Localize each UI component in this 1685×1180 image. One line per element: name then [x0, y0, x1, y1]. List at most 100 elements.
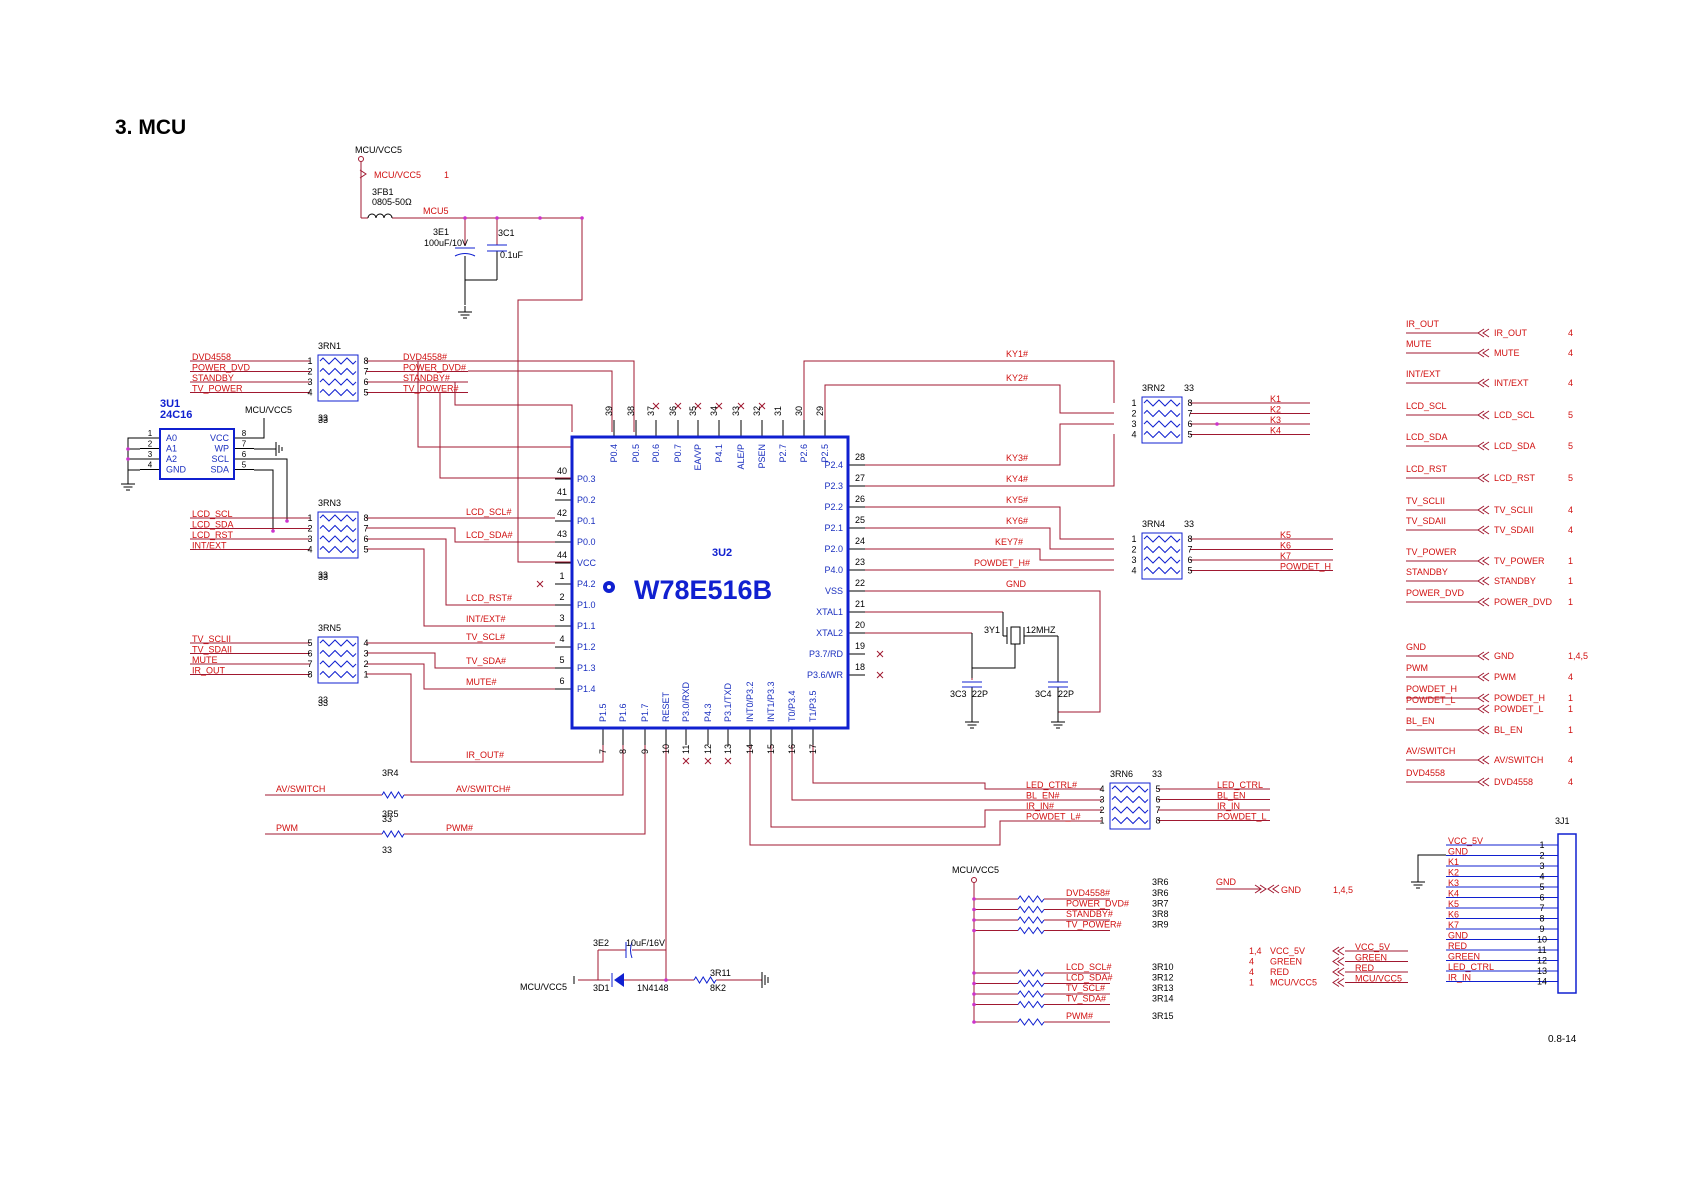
junction-dot	[126, 447, 130, 451]
net-label: POWDET_L#	[1026, 812, 1081, 822]
port-arrow	[1477, 410, 1485, 420]
net-label: GND	[1006, 579, 1027, 589]
no-connect-mark	[758, 402, 766, 410]
pin-number: 32	[752, 406, 762, 416]
crystal-body	[1010, 626, 1021, 645]
pin1-marker-center	[607, 585, 611, 589]
part-number: W78E516B	[634, 575, 772, 605]
address-tie	[127, 437, 140, 471]
pin-number: 7	[1187, 545, 1192, 555]
net-label: LCD_SCL#	[466, 507, 512, 517]
net-label: MUTE#	[466, 677, 497, 687]
no-connect-mark	[724, 757, 732, 765]
pin-number: 7	[1155, 805, 1160, 815]
net-label: RED	[1355, 963, 1375, 973]
net-label: POWDET_L	[1406, 695, 1456, 705]
port-arrow	[1482, 441, 1490, 451]
port-label: TV_SDAII	[1494, 525, 1534, 535]
pin-name: P2.0	[824, 544, 843, 554]
net-label: GND	[1448, 931, 1469, 941]
pin-name: P0.5	[631, 444, 641, 463]
pin-number: 2	[1131, 545, 1136, 555]
pin-number: 29	[815, 406, 825, 416]
pin-number: 2	[307, 524, 312, 534]
resistor-element	[1143, 430, 1181, 439]
pin-number: 20	[855, 620, 865, 630]
port-arrow	[1337, 946, 1345, 956]
pin-number: 8	[307, 670, 312, 680]
net-label: K4	[1448, 889, 1459, 899]
junction-dot	[972, 1002, 976, 1007]
pin-name: P1.2	[577, 642, 596, 652]
port-label: PWM	[1494, 672, 1516, 682]
port-label: MCU/VCC5	[1270, 978, 1317, 988]
port-arrow	[1332, 978, 1340, 987]
pin-name: T1/P3.5	[808, 690, 818, 722]
part-value: 33	[318, 570, 328, 580]
ref-designator: 3U2	[712, 547, 732, 559]
pin-number: 33	[731, 406, 741, 416]
net-label: IR_OUT#	[466, 750, 504, 760]
net-label: K2	[1270, 405, 1281, 415]
resistor-element	[1143, 535, 1181, 543]
part-value: 33	[318, 413, 328, 423]
sda-wire	[254, 469, 274, 531]
pin-number: 1	[307, 356, 312, 366]
pin-name: P3.6/WR	[807, 670, 844, 680]
resistor-element	[1143, 545, 1181, 554]
resistor-element	[319, 524, 357, 533]
resistor-element	[1111, 795, 1149, 804]
part-value: 10uF/16V	[626, 938, 665, 948]
ky4-net	[865, 434, 1115, 487]
port-sheet-ref: 5	[1568, 410, 1573, 420]
pin-name: VSS	[825, 586, 843, 596]
junction-dot	[271, 529, 275, 533]
pin-name: INT1/P3.3	[766, 681, 776, 722]
port-label: GND	[1281, 885, 1302, 895]
pin-number: 3	[307, 534, 312, 544]
pin-number: 8	[1539, 914, 1544, 924]
pin-number: 22	[855, 578, 865, 588]
net-label: LCD_SDA#	[1066, 973, 1113, 983]
net-label: K4	[1270, 426, 1281, 436]
pin-number: 5	[1187, 566, 1192, 576]
pin-number: 2	[1131, 409, 1136, 419]
pin-number: 3	[363, 649, 368, 659]
port-arrow	[1482, 525, 1490, 535]
no-connect-mark	[652, 402, 660, 410]
ref-designator: 3FB1	[372, 187, 394, 197]
ref-designator: 3RN1	[318, 341, 341, 351]
net-label: POWDET_H#	[974, 558, 1030, 568]
pwm-net	[404, 745, 646, 835]
port-arrow	[1477, 693, 1485, 703]
part-value: 33	[318, 572, 328, 582]
net-label: K3	[1270, 415, 1281, 425]
pin-number: 2	[148, 440, 153, 449]
net-label: TV_POWER#	[1066, 920, 1122, 930]
resistor-element	[319, 660, 357, 668]
pin-number: 16	[787, 744, 797, 754]
net-label: TV_SCLII	[192, 634, 231, 644]
pullup-resistor	[1017, 926, 1045, 935]
pin-name: P2.4	[824, 460, 843, 470]
part-value: 33	[382, 814, 392, 824]
power-net-label: MCU/VCC5	[245, 405, 292, 415]
junction-dot	[126, 457, 130, 461]
net-label: KY2#	[1006, 373, 1028, 383]
junction-dot	[972, 897, 976, 901]
port-sheet-ref: 1	[1568, 693, 1573, 703]
port-sheet-ref: 1,4	[1249, 946, 1262, 956]
port-arrow	[1482, 651, 1490, 661]
pullup-resistor	[1017, 905, 1045, 914]
ir-out-net	[366, 673, 604, 763]
pin-number: 7	[598, 749, 608, 754]
port-sheet-ref: 4	[1568, 525, 1573, 535]
net-label: IR_IN#	[1026, 801, 1054, 811]
net-label: K5	[1448, 899, 1459, 909]
pin-name: P0.0	[577, 537, 596, 547]
net-label: PWM#	[446, 823, 473, 833]
junction-dot	[1215, 422, 1219, 426]
pin-name: P3.7/RD	[809, 649, 844, 659]
net-label: LCD_SCL	[192, 509, 233, 519]
